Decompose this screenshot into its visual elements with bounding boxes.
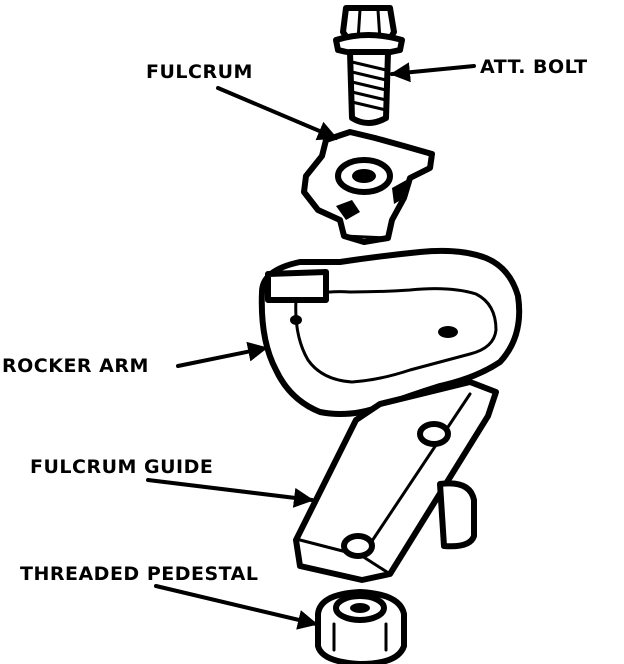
threaded-pedestal-leader	[154, 584, 318, 630]
fulcrum-leader	[216, 86, 338, 141]
rocker-arm-label: ROCKER ARM	[2, 355, 149, 377]
fulcrum-guide-leader	[146, 478, 314, 508]
threaded-pedestal	[315, 589, 407, 664]
threaded-pedestal-label: THREADED PEDESTAL	[20, 563, 258, 585]
att-bolt-label: ATT. BOLT	[480, 56, 588, 78]
rocker-arm	[258, 247, 523, 417]
fulcrum-guide	[293, 379, 499, 583]
att-bolt-leader	[390, 62, 476, 83]
rocker-arm-leader	[176, 341, 268, 368]
pedestal-upper	[437, 480, 477, 550]
att-bolt	[333, 5, 405, 126]
fulcrum-guide-label: FULCRUM GUIDE	[30, 456, 213, 478]
fulcrum-label: FULCRUM	[146, 61, 253, 83]
fulcrum	[301, 129, 435, 245]
